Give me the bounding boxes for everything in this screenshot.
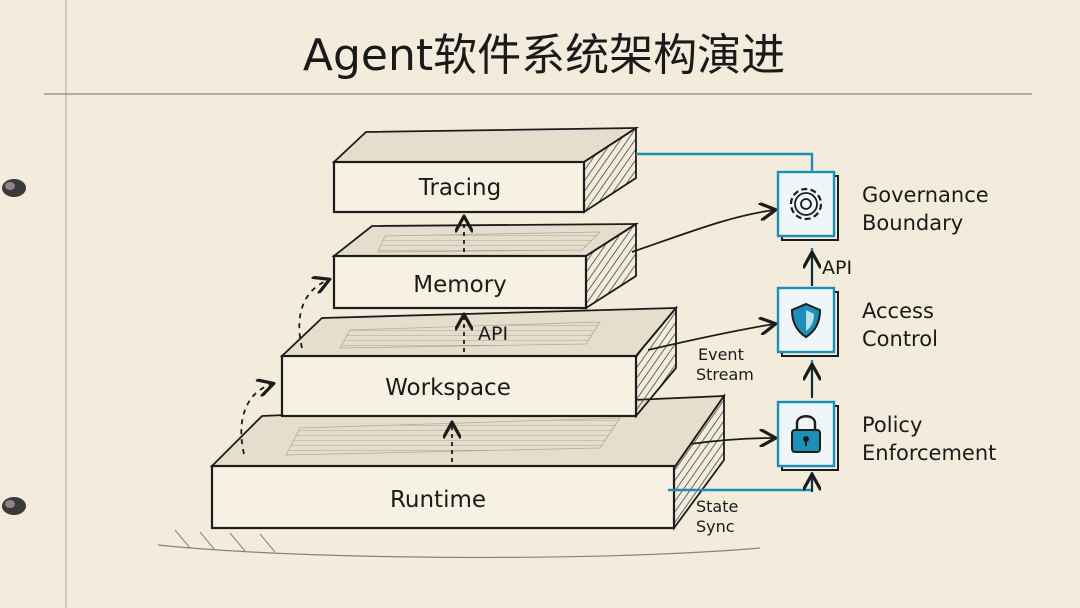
api-label-side: API	[822, 257, 852, 279]
layer-label-memory: Memory	[413, 272, 507, 298]
tracing-governance-connector	[636, 152, 814, 174]
access-label-line1: Access	[862, 299, 934, 323]
layer-tracing: Tracing	[331, 126, 640, 214]
binder-ring-bottom	[2, 497, 26, 515]
workspace-to-access-arrow	[647, 324, 774, 351]
internal-flow-arrows	[452, 218, 464, 462]
memory-to-governance-arrow	[631, 210, 774, 253]
event-stream-label-line2: Stream	[696, 365, 754, 384]
governance-label-line2: Boundary	[862, 211, 963, 235]
shadow-hatch	[174, 529, 276, 553]
control-arrows	[631, 210, 812, 492]
ground-shadow	[157, 544, 761, 559]
page-title: Agent软件系统架构演进	[303, 30, 785, 81]
layer-label-runtime: Runtime	[390, 487, 486, 513]
left-curve-arrows	[240, 280, 328, 455]
layer-memory: Memory	[331, 222, 640, 310]
runtime-to-policy-arrow	[689, 438, 774, 444]
governance-label-line1: Governance	[862, 183, 989, 207]
state-sync-label-line1: State	[696, 497, 738, 516]
state-sync-label-line2: Sync	[696, 517, 735, 536]
governance-boundary-box: Governance Boundary	[776, 170, 989, 241]
policy-enforcement-box: Policy Enforcement	[776, 400, 996, 471]
shield-icon	[790, 302, 822, 339]
policy-label-line1: Policy	[862, 413, 922, 437]
access-control-box: Access Control	[776, 286, 938, 357]
api-label-stack: API	[478, 323, 508, 345]
layer-label-workspace: Workspace	[385, 375, 511, 401]
layer-runtime: Runtime	[209, 393, 726, 531]
layer-workspace: Workspace	[279, 305, 678, 419]
policy-label-line2: Enforcement	[862, 441, 996, 465]
layer-label-tracing: Tracing	[418, 175, 501, 201]
event-stream-label-line1: Event	[698, 345, 744, 364]
curve-arrow-runtime-workspace	[240, 384, 272, 455]
access-label-line2: Control	[862, 327, 938, 351]
curve-arrow-workspace-memory	[298, 280, 328, 349]
lock-icon	[791, 415, 821, 453]
gear-icon	[789, 187, 823, 221]
notebook-page	[2, 0, 1032, 608]
binder-ring-top	[2, 179, 26, 197]
